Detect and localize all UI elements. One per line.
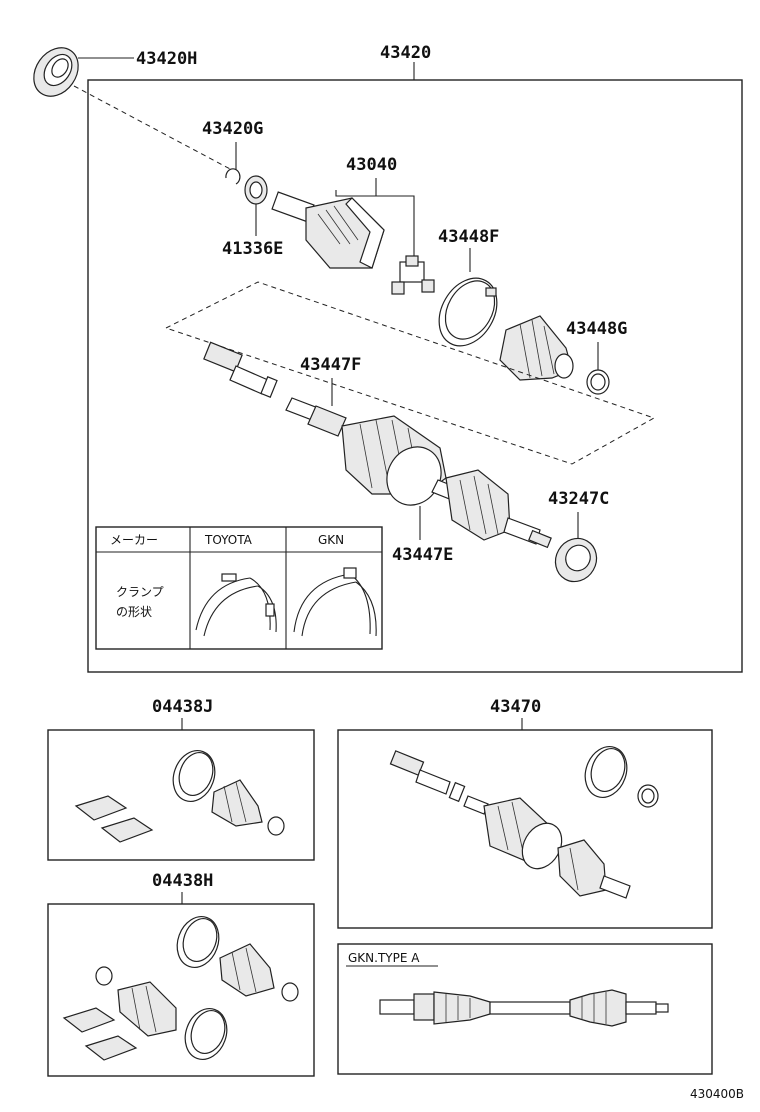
label-43420h: 43420H [136,49,197,69]
label-43040: 43040 [346,155,397,175]
outer-cv-joint [445,469,552,549]
label-04438j: 04438J [152,697,213,717]
label-04438h: 04438H [152,871,213,891]
tripod-joint [391,255,435,295]
toyota-clamp-icon [195,577,251,631]
label-41336e: 41336E [222,239,283,259]
boot-kit-04438j-box [47,729,315,861]
snap-ring-icon [225,168,241,185]
label-43420g: 43420G [202,119,263,139]
label-43447e: 43447E [392,545,453,565]
drive-shaft [203,341,347,437]
gkn-drive-shaft [379,989,669,1027]
outer-joint-assy-43470 [389,746,659,899]
table-row-label-line1: クランプ [116,585,164,599]
diagram-code: 430400B [690,1087,744,1101]
table-header-maker: メーカー [110,533,158,547]
main-assembly-box [87,79,743,673]
boot-kit-04438h [62,916,299,1061]
label-43420: 43420 [380,43,431,63]
table-header-gkn: GKN [318,533,344,547]
clamp-shape-table: メーカー TOYOTA GKN クランプ の形状 [95,526,383,650]
boot-kit-04438j [74,750,285,843]
label-43247c: 43247C [548,489,609,509]
label-43470: 43470 [490,697,541,717]
label-gkn-type-a: GKN.TYPE A [348,951,420,965]
outer-boot [341,415,459,506]
gkn-type-a-box [337,943,713,1075]
inner-boot [499,315,574,381]
clamp-43448g [586,369,610,395]
inner-joint-housing [271,191,385,269]
bearing-41336e [244,175,268,205]
label-43448f: 43448F [438,227,499,247]
table-header-toyota: TOYOTA [204,533,253,547]
gkn-clamp-icon [293,573,351,633]
seal-43247c [554,537,598,583]
label-43448g: 43448G [566,319,627,339]
clamp-43448f [438,277,498,347]
seal-43420h [33,47,79,97]
label-43447f: 43447F [300,355,361,375]
table-row-label-line2: の形状 [116,605,152,619]
boot-kit-04438h-box [47,903,315,1077]
outer-joint-assy-43470-box [337,729,713,929]
